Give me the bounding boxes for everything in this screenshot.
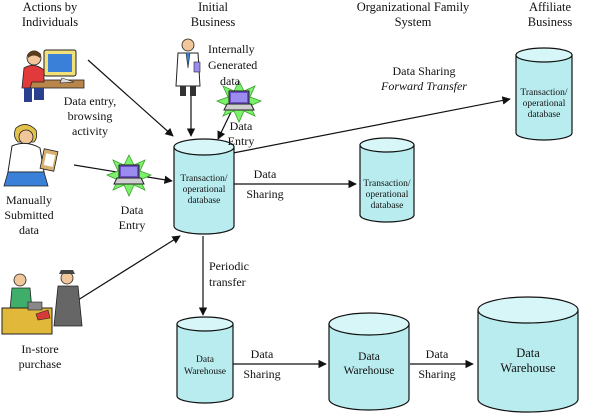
label-line: In-store	[21, 342, 58, 356]
label-line: Data Sharing	[393, 64, 456, 78]
arrow-forward-transfer	[232, 96, 511, 154]
cylinder-label: Warehouse	[344, 365, 395, 377]
header-line: Affiliate	[529, 0, 572, 14]
store-clerk-icon	[1, 270, 83, 335]
label-line: Entry	[228, 134, 255, 148]
cylinder-label: operational	[523, 99, 566, 109]
cylinder-label: database	[371, 201, 404, 211]
cylinder-label: Warehouse	[184, 367, 226, 377]
label-line: Internally	[208, 42, 255, 56]
label-line: Manually	[6, 193, 52, 207]
label-manually-submitted: Manually Submitted data	[4, 193, 53, 237]
family-system-database: Transaction/ operational database	[359, 137, 415, 223]
cylinder-label: Transaction/	[520, 88, 568, 98]
label-line: Data	[254, 167, 277, 181]
label-line: data	[220, 74, 241, 88]
label-line: Data	[426, 347, 449, 361]
initial-business-database: Transaction/ operational database	[173, 138, 235, 235]
cylinder-label: Data	[358, 351, 380, 363]
data-warehouse-large: Data Warehouse	[477, 296, 579, 413]
cylinder-label: operational	[366, 190, 409, 200]
cylinder-label: Data	[516, 346, 540, 360]
label-data-entry-left: Data Entry	[119, 203, 146, 232]
label-line: Data	[230, 119, 253, 133]
cylinder-label: database	[188, 196, 221, 206]
label-line: Sharing	[246, 187, 283, 201]
label-line: Sharing	[243, 367, 280, 381]
label-data-sharing-bottom-2: Data Sharing	[418, 347, 455, 381]
woman-clipboard-icon	[3, 124, 59, 187]
label-data-entry-browsing: Data entry, browsing activity	[64, 94, 117, 138]
laptop-burst-icon	[106, 154, 152, 197]
label-data-entry-top: Data Entry	[228, 119, 255, 148]
label-line: Sharing	[418, 367, 455, 381]
label-line: transfer	[209, 275, 246, 289]
header-initial-business: Initial Business	[191, 0, 236, 29]
header-line: Individuals	[22, 15, 78, 29]
label-periodic-transfer: Periodic transfer	[209, 259, 249, 289]
cylinder-label: Transaction/	[180, 174, 228, 184]
label-line: browsing	[68, 109, 113, 123]
header-line: Initial	[198, 0, 228, 14]
header-line: Actions by	[23, 0, 78, 14]
affiliate-database: Transaction/ operational database	[515, 47, 573, 141]
label-line: activity	[72, 124, 108, 138]
label-line: Generated	[208, 58, 257, 72]
data-warehouse-medium: Data Warehouse	[328, 312, 410, 411]
data-warehouse-small: Data Warehouse	[176, 316, 234, 404]
header-actions-by-individuals: Actions by Individuals	[22, 0, 78, 29]
arrow-laptop-to-db	[217, 109, 233, 140]
header-affiliate-business: Affiliate Business	[528, 0, 573, 29]
cylinder-label: operational	[183, 185, 226, 195]
label-line: purchase	[19, 357, 62, 371]
label-line: Data	[121, 203, 144, 217]
cylinder-label: database	[528, 110, 561, 120]
computer-user-icon	[21, 49, 85, 102]
scientist-icon	[175, 38, 201, 96]
header-line: System	[395, 15, 432, 29]
arrow-store-to-db	[77, 235, 181, 301]
cylinder-label: Warehouse	[500, 361, 556, 375]
label-line: Periodic	[209, 259, 249, 273]
label-line: Data	[251, 347, 274, 361]
label-internally-generated: Internally Generated data	[208, 42, 257, 88]
header-line: Business	[191, 15, 236, 29]
header-line: Business	[528, 15, 573, 29]
label-data-sharing-mid: Data Sharing	[246, 167, 283, 201]
cylinder-label: Transaction/	[363, 179, 411, 189]
header-organizational-family-system: Organizational Family System	[357, 0, 470, 29]
label-line: Data entry,	[64, 94, 117, 108]
cylinder-label: Data	[196, 355, 215, 365]
label-in-store-purchase: In-store purchase	[19, 342, 62, 371]
label-data-sharing-forward: Data Sharing Forward Transfer	[380, 64, 467, 93]
label-data-sharing-bottom-1: Data Sharing	[243, 347, 280, 381]
label-line: Entry	[119, 218, 146, 232]
label-line: Forward Transfer	[380, 79, 467, 93]
arrow-computer-user-to-db	[87, 59, 174, 137]
label-line: data	[19, 223, 40, 237]
header-line: Organizational Family	[357, 0, 470, 14]
label-line: Submitted	[4, 208, 53, 222]
